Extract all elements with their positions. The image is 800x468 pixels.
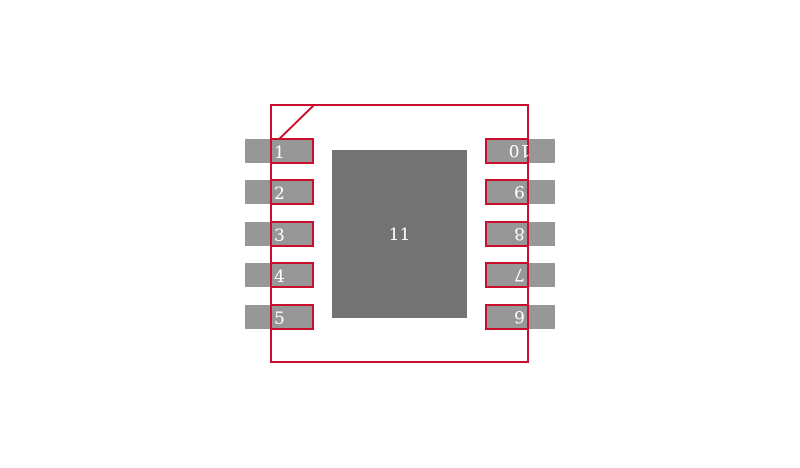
pad-8-label: 8 bbox=[514, 223, 525, 243]
pad-10-copper bbox=[486, 139, 555, 163]
pad-5-outline bbox=[270, 304, 314, 330]
pad-10: 10 bbox=[485, 138, 555, 164]
thermal-pad: 11 bbox=[332, 150, 467, 318]
pad-10-outline bbox=[485, 138, 529, 164]
pad-1-copper bbox=[245, 139, 313, 163]
pad-7-outline bbox=[485, 262, 529, 288]
pad-1: 1 bbox=[245, 138, 314, 164]
pad-7-label: 7 bbox=[514, 264, 525, 284]
pad-9: 9 bbox=[485, 179, 555, 205]
pad-6-copper bbox=[486, 305, 555, 329]
pad-10-label: 10 bbox=[509, 140, 531, 160]
pad-7: 7 bbox=[485, 262, 555, 288]
pad-9-outline bbox=[485, 179, 529, 205]
left-pad-column: 1 2 3 4 5 bbox=[245, 138, 314, 330]
pad-3-label: 3 bbox=[274, 226, 285, 246]
pad-2-copper bbox=[245, 180, 313, 204]
pad-4-label: 4 bbox=[274, 267, 285, 287]
pad-6-outline bbox=[485, 304, 529, 330]
thermal-pad-rect bbox=[332, 150, 467, 318]
pad-3: 3 bbox=[245, 221, 314, 247]
pad-6-label: 6 bbox=[514, 306, 525, 326]
pad-4-copper bbox=[245, 263, 313, 287]
pad-7-copper bbox=[486, 263, 555, 287]
pad-3-copper bbox=[245, 222, 313, 246]
thermal-pad-label: 11 bbox=[389, 225, 411, 245]
pad-4: 4 bbox=[245, 262, 314, 288]
pad-1-outline bbox=[270, 138, 314, 164]
pad-2: 2 bbox=[245, 179, 314, 205]
pad-5-label: 5 bbox=[274, 309, 285, 329]
pad-8: 8 bbox=[485, 221, 555, 247]
pad-6: 6 bbox=[485, 304, 555, 330]
pad-1-label: 1 bbox=[274, 143, 285, 163]
pad-3-outline bbox=[270, 221, 314, 247]
pad-9-label: 9 bbox=[514, 181, 525, 201]
pad-8-outline bbox=[485, 221, 529, 247]
pad-2-outline bbox=[270, 179, 314, 205]
pad-2-label: 2 bbox=[274, 184, 285, 204]
pad-5-copper bbox=[245, 305, 313, 329]
pad-4-outline bbox=[270, 262, 314, 288]
pad-5: 5 bbox=[245, 304, 314, 330]
pad-9-copper bbox=[486, 180, 555, 204]
pad-8-copper bbox=[486, 222, 555, 246]
right-pad-column: 10 9 8 7 6 bbox=[485, 138, 555, 330]
